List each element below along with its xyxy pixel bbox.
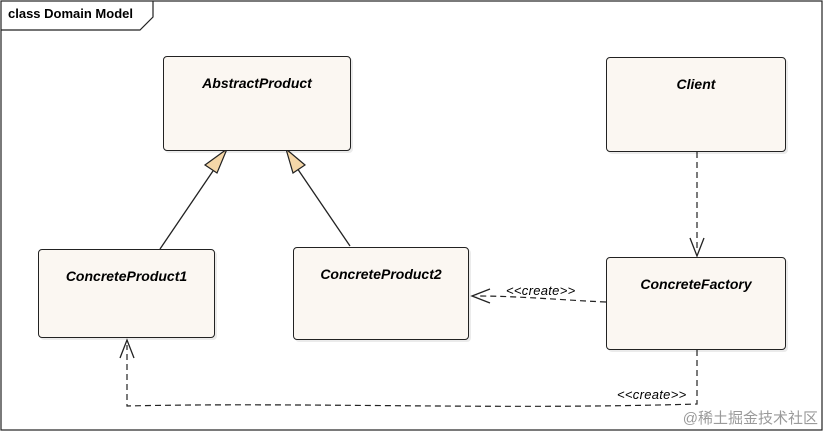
generalization-arrow-2	[284, 147, 306, 174]
class-client[interactable]: Client	[606, 57, 786, 152]
create-arrow-product2	[470, 288, 491, 304]
create-line-product2	[475, 295, 607, 303]
class-abstract-product[interactable]: AbstractProduct	[163, 56, 351, 151]
create-label-product1: <<create>>	[617, 387, 687, 402]
generalization-line-1	[159, 167, 216, 250]
generalization-line-2	[296, 167, 351, 247]
class-concrete-product2-label: ConcreteProduct2	[320, 266, 442, 282]
frame-title-tab	[1, 1, 154, 31]
class-concrete-product2[interactable]: ConcreteProduct2	[293, 247, 469, 340]
create-line-product1	[126, 345, 698, 407]
watermark: @稀土掘金技术社区	[682, 410, 818, 427]
create-arrow-product1	[119, 338, 135, 359]
frame-title: class Domain Model	[8, 6, 133, 21]
dependency-arrow-client-factory	[689, 237, 705, 258]
class-concrete-factory-label: ConcreteFactory	[640, 276, 752, 292]
generalization-arrow-1	[203, 147, 229, 174]
class-concrete-product1[interactable]: ConcreteProduct1	[38, 249, 215, 338]
class-concrete-product1-label: ConcreteProduct1	[65, 268, 188, 284]
class-client-label: Client	[676, 76, 716, 92]
create-label-product2: <<create>>	[506, 283, 576, 298]
class-abstract-product-label: AbstractProduct	[202, 75, 312, 91]
class-concrete-factory[interactable]: ConcreteFactory	[606, 257, 786, 350]
